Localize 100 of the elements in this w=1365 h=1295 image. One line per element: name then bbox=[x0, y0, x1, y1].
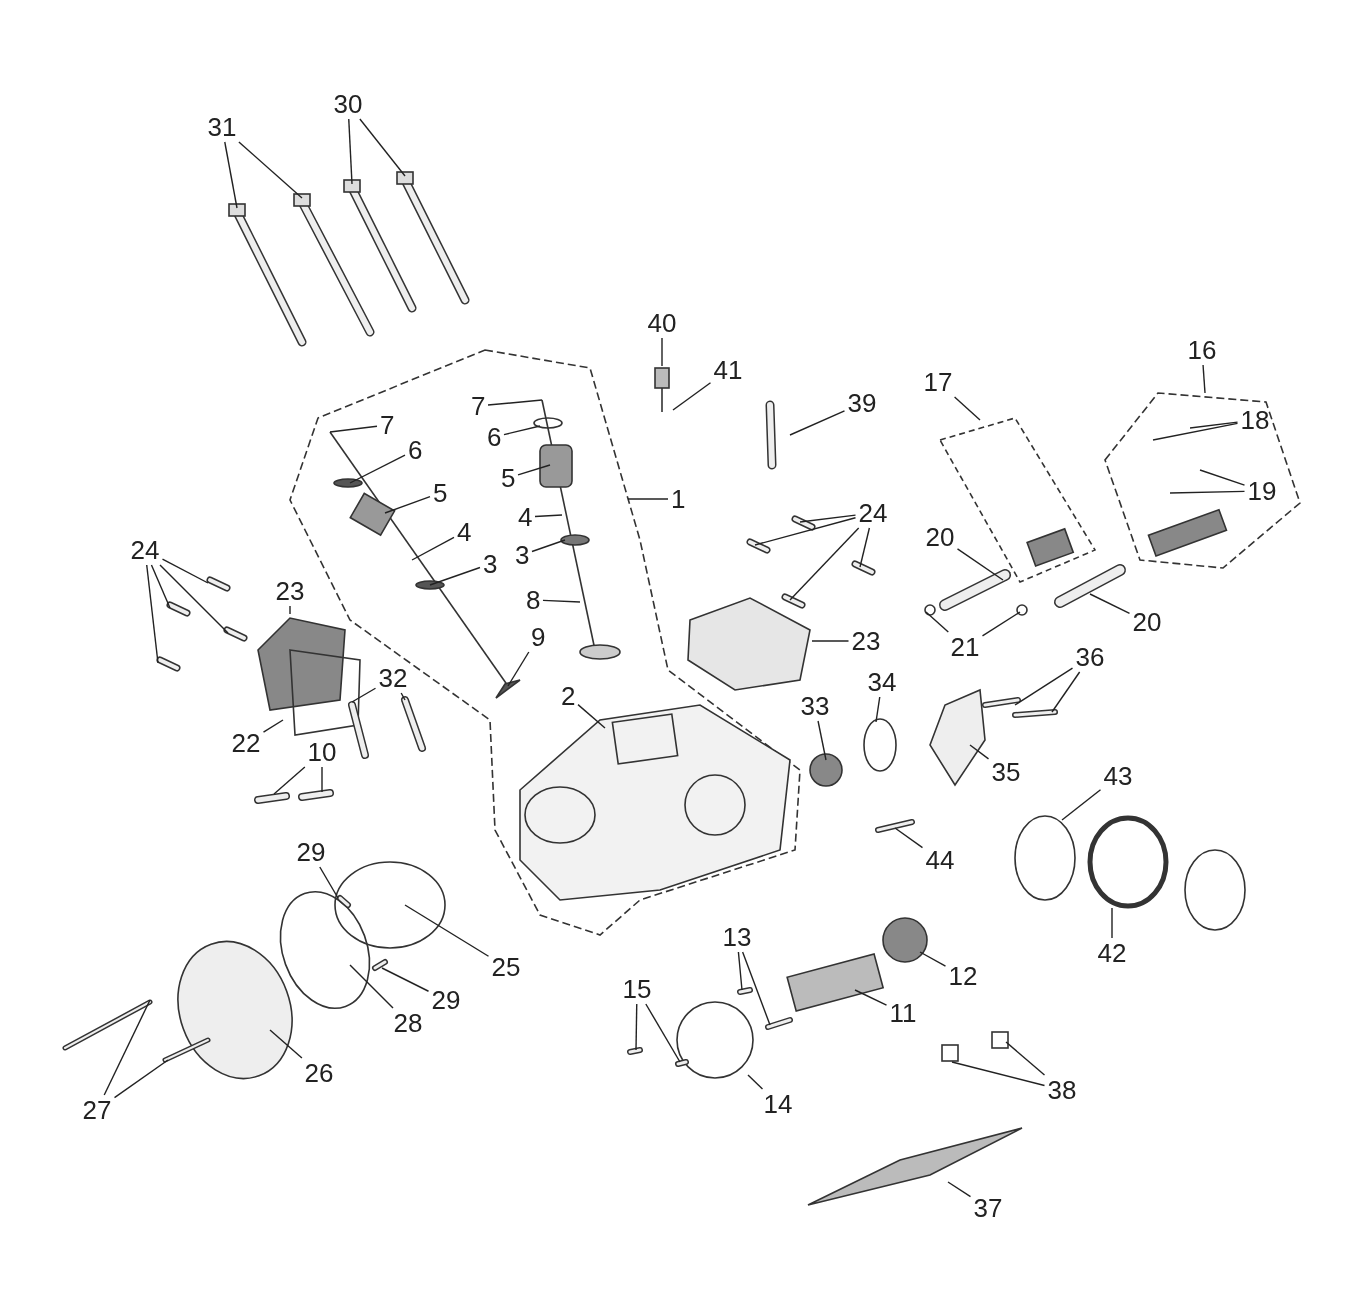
leader-line bbox=[349, 454, 406, 484]
callout-number: 37 bbox=[973, 1194, 1003, 1222]
leader-line bbox=[289, 605, 291, 615]
leader-line bbox=[429, 566, 481, 586]
leader-line bbox=[103, 999, 151, 1096]
callout-number: 7 bbox=[471, 392, 486, 420]
leader-line bbox=[947, 1181, 972, 1198]
callout-number: 15 bbox=[622, 975, 652, 1003]
leader-line bbox=[411, 536, 455, 561]
leader-line bbox=[1189, 421, 1239, 429]
leader-line bbox=[754, 517, 857, 546]
callout-number: 28 bbox=[393, 1009, 423, 1037]
callout-number: 42 bbox=[1097, 939, 1127, 967]
callout-number: 19 bbox=[1247, 477, 1277, 505]
callout-number: 26 bbox=[304, 1059, 334, 1087]
leader-line bbox=[1202, 364, 1206, 394]
leader-line bbox=[799, 514, 857, 523]
leader-line bbox=[349, 964, 394, 1009]
callout-number: 35 bbox=[991, 758, 1021, 786]
callout-number: 7 bbox=[380, 411, 395, 439]
callout-number: 30 bbox=[333, 90, 363, 118]
callout-number: 22 bbox=[231, 729, 261, 757]
callout-number: 16 bbox=[1187, 336, 1217, 364]
leader-line bbox=[159, 564, 229, 634]
callout-number: 6 bbox=[487, 423, 502, 451]
callout-number: 13 bbox=[722, 923, 752, 951]
callout-number: 4 bbox=[457, 518, 472, 546]
leader-line bbox=[951, 1061, 1046, 1087]
callout-number: 31 bbox=[207, 113, 237, 141]
leader-line bbox=[507, 651, 530, 687]
leader-line bbox=[811, 640, 850, 642]
leader-line bbox=[789, 527, 860, 601]
callout-number: 43 bbox=[1103, 762, 1133, 790]
leader-line bbox=[238, 141, 303, 199]
leader-line bbox=[969, 744, 990, 760]
leader-line bbox=[645, 1003, 681, 1063]
callout-number: 25 bbox=[491, 953, 521, 981]
callout-number: 34 bbox=[867, 668, 897, 696]
leader-line bbox=[919, 951, 947, 967]
leader-line bbox=[224, 141, 238, 209]
leader-line bbox=[262, 719, 284, 733]
callout-number: 20 bbox=[1132, 608, 1162, 636]
callout-number: 24 bbox=[858, 499, 888, 527]
leader-line bbox=[531, 539, 566, 553]
leader-line bbox=[737, 951, 743, 991]
callout-number: 29 bbox=[431, 986, 461, 1014]
callout-number: 44 bbox=[925, 846, 955, 874]
callout-number: 32 bbox=[378, 664, 408, 692]
callout-number: 10 bbox=[307, 738, 337, 766]
callout-number: 2 bbox=[561, 682, 576, 710]
leader-line bbox=[627, 498, 669, 500]
callout-number: 11 bbox=[889, 999, 917, 1027]
leader-line bbox=[1111, 907, 1113, 939]
callout-number: 24 bbox=[130, 536, 160, 564]
callout-number: 20 bbox=[925, 523, 955, 551]
leader-line bbox=[319, 866, 339, 899]
callout-number: 9 bbox=[531, 623, 546, 651]
callout-number: 8 bbox=[526, 586, 541, 614]
leader-line bbox=[577, 703, 606, 729]
leader-line bbox=[854, 989, 888, 1006]
leader-line bbox=[953, 396, 981, 421]
leader-line bbox=[1152, 422, 1239, 441]
callout-number: 27 bbox=[82, 1096, 112, 1124]
leader-line bbox=[348, 118, 353, 185]
callout-number: 5 bbox=[501, 464, 516, 492]
leader-line bbox=[1169, 490, 1246, 494]
callout-number: 23 bbox=[851, 627, 881, 655]
leader-line bbox=[1199, 469, 1246, 486]
leader-line bbox=[351, 687, 377, 703]
callout-number: 23 bbox=[275, 577, 305, 605]
callout-number: 12 bbox=[948, 962, 978, 990]
leader-line bbox=[817, 720, 827, 761]
callout-number: 17 bbox=[923, 368, 953, 396]
leader-line bbox=[1061, 789, 1102, 821]
leader-line bbox=[161, 558, 209, 584]
leader-line bbox=[661, 337, 663, 367]
leader-line bbox=[859, 527, 871, 568]
callout-number: 5 bbox=[433, 479, 448, 507]
callout-number: 3 bbox=[483, 550, 498, 578]
callout-number: 1 bbox=[671, 485, 686, 513]
callout-number: 39 bbox=[847, 389, 877, 417]
leader-line bbox=[981, 611, 1021, 637]
leader-line bbox=[384, 495, 431, 514]
callout-number: 4 bbox=[518, 503, 533, 531]
callout-number: 3 bbox=[515, 541, 530, 569]
leader-line bbox=[1089, 593, 1131, 615]
leader-line bbox=[875, 696, 881, 723]
leader-line bbox=[1005, 1041, 1046, 1076]
callout-number: 40 bbox=[647, 309, 677, 337]
leader-line bbox=[894, 827, 924, 849]
callout-number: 14 bbox=[763, 1090, 793, 1118]
leader-line bbox=[672, 382, 712, 411]
leader-line bbox=[789, 410, 846, 436]
callout-number: 33 bbox=[800, 692, 830, 720]
callout-number: 41 bbox=[713, 356, 743, 384]
leader-line bbox=[741, 951, 771, 1026]
leader-line bbox=[956, 548, 1004, 581]
leader-line bbox=[503, 425, 541, 436]
leader-line bbox=[381, 967, 430, 992]
callout-number: 29 bbox=[296, 838, 326, 866]
